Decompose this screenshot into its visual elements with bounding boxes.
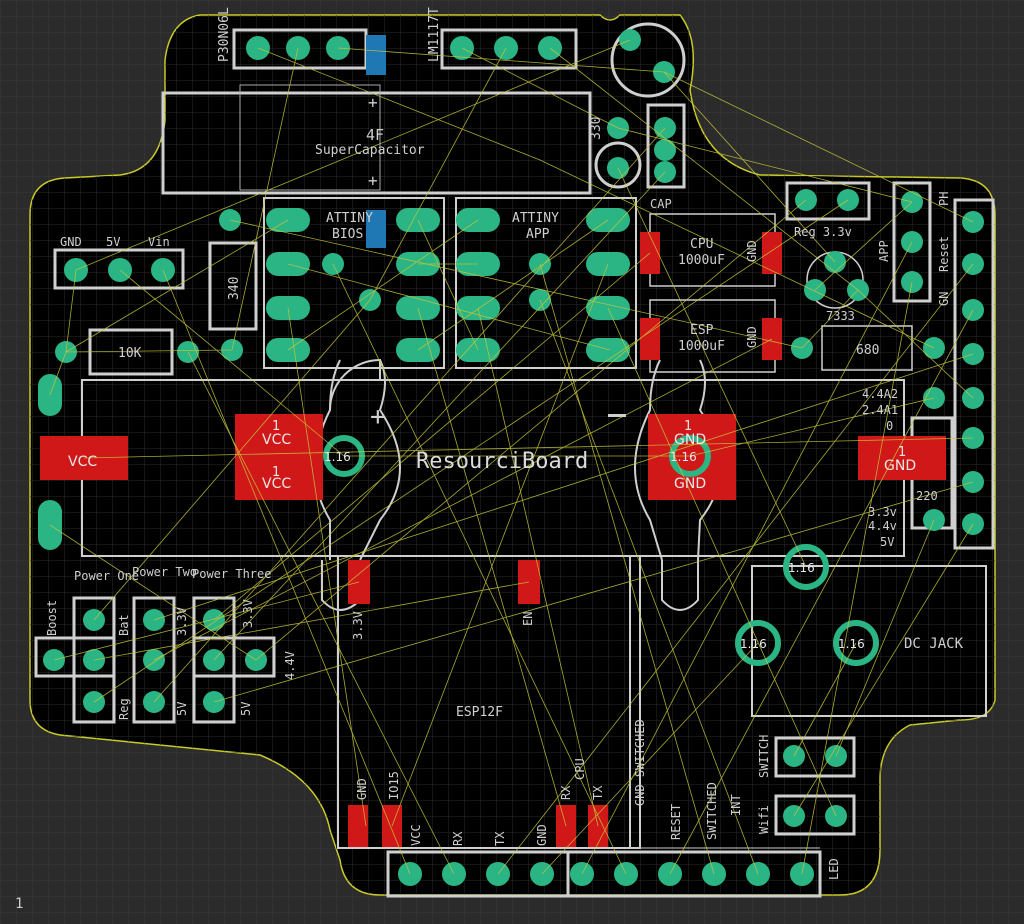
- supercap-plus-bottom: +: [368, 171, 378, 190]
- label-power-one: Power One: [74, 569, 139, 583]
- label-bios: BIOS: [332, 227, 363, 242]
- airwires: [49, 39, 974, 875]
- label-attiny-bios: ATTINY: [326, 211, 373, 226]
- label-gn: GN: [937, 292, 951, 306]
- label-r330: 330: [589, 117, 604, 140]
- label-header-vin: Vin: [148, 235, 170, 249]
- pad-1d: 1: [898, 445, 906, 460]
- hole-dcjack-left: 1.16: [740, 637, 767, 651]
- label-r44: 4.4A2: [862, 387, 898, 401]
- label-int: INT: [729, 794, 743, 816]
- label-lm1117: LM1117T: [427, 7, 442, 62]
- silk-text: P30N06L LM1117T 4F SuperCapacitor + + AT…: [15, 7, 964, 912]
- label-bat: Bat: [117, 614, 131, 636]
- label-gnd-esp: GND: [745, 326, 759, 348]
- label-gnd-switched: GND SWITCHED: [633, 719, 647, 806]
- label-esp-gnd2: GND: [535, 824, 549, 846]
- pad-gnd-right: GND: [884, 458, 916, 474]
- pad-vcc-2: VCC: [262, 476, 291, 492]
- label-attiny-app: ATTINY: [512, 211, 559, 226]
- label-esp-cap: ESP: [690, 323, 714, 338]
- blue-markers: [366, 35, 386, 248]
- label-app-v: APP: [877, 240, 891, 262]
- label-esp-io15: IO15: [387, 771, 401, 800]
- pad-1a: 1: [272, 419, 280, 434]
- label-power-two: Power Two: [132, 565, 197, 579]
- label-r10k: 10K: [118, 346, 142, 361]
- label-dc-jack: DC JACK: [904, 636, 964, 652]
- label-cpu: CPU: [690, 237, 713, 252]
- label-esp-gnd: GND: [355, 778, 369, 800]
- label-cpu-tx: TX: [591, 785, 605, 800]
- label-esp12f: ESP12F: [456, 705, 503, 720]
- label-switch: SWITCH: [757, 735, 771, 778]
- label-5v-c: 5V: [239, 702, 253, 716]
- label-33v-c: 3.3V: [241, 599, 255, 628]
- label-gnd-cpu: GND: [745, 240, 759, 262]
- hole-right: 1.16: [670, 450, 697, 464]
- label-reg: Reg: [117, 698, 131, 720]
- label-r340: 340: [227, 277, 242, 300]
- label-esp-en: EN: [521, 612, 535, 626]
- supercap-plus-top: +: [368, 93, 378, 112]
- label-wifi: Wifi: [757, 805, 771, 834]
- th-pads: [43, 29, 984, 886]
- label-r220: 220: [916, 489, 938, 503]
- pad-vcc-left: VCC: [68, 454, 97, 470]
- label-v44: 4.4v: [868, 519, 897, 533]
- hole-dcjack-top: 1.16: [788, 561, 815, 575]
- board-title: ResourciBoard: [416, 449, 588, 474]
- label-cap: CAP: [650, 197, 672, 211]
- label-header-5v: 5V: [106, 235, 120, 249]
- label-reset-b: RESET: [669, 804, 683, 840]
- label-r7333: 7333: [826, 309, 855, 323]
- label-cpu-rx: RX: [559, 785, 573, 800]
- hole-dcjack-right: 1.16: [838, 637, 865, 651]
- label-esp-33v: 3.3V: [351, 611, 365, 640]
- label-esp-tx: TX: [493, 831, 507, 846]
- label-switched: SWITCHED: [705, 782, 719, 840]
- plus-sign: +: [370, 402, 386, 432]
- smd-pads: [40, 232, 946, 847]
- label-app: APP: [526, 227, 550, 242]
- label-ph: PH: [937, 192, 951, 206]
- minus-sign: [608, 414, 626, 417]
- label-p30n06l: P30N06L: [217, 7, 232, 62]
- label-cpu-v: CPU: [573, 758, 587, 780]
- label-r680: 680: [856, 343, 879, 358]
- label-header-gnd: GND: [60, 235, 82, 249]
- label-r24: 2.4A1: [862, 403, 898, 417]
- label-esp-rx: RX: [451, 831, 465, 846]
- label-led: LED: [827, 858, 841, 880]
- cursor-mark: 1: [15, 896, 23, 912]
- pad-1b: 1: [272, 465, 280, 480]
- label-power-three: Power Three: [192, 567, 271, 581]
- label-supercap: SuperCapacitor: [315, 143, 425, 158]
- label-5v-b: 5V: [175, 702, 189, 716]
- label-boost: Boost: [45, 600, 59, 636]
- label-reg33: Reg 3.3v: [794, 225, 852, 239]
- label-v5: 5V: [880, 535, 894, 549]
- pad-1c: 1: [684, 419, 692, 434]
- label-r0: 0: [886, 419, 893, 433]
- label-esp-vcc: VCC: [409, 824, 423, 846]
- pad-gnd-2: GND: [674, 476, 706, 492]
- label-reset-v: Reset: [937, 236, 951, 272]
- label-supercap-val: 4F: [366, 126, 384, 144]
- label-44v: 4.4V: [283, 651, 297, 680]
- hole-left: 1.16: [324, 450, 351, 464]
- pad-vcc-1: VCC: [262, 432, 291, 448]
- pad-gnd-1: GND: [674, 432, 706, 448]
- label-v33: 3.3v: [868, 505, 897, 519]
- label-cpu-val: 1000uF: [678, 253, 725, 268]
- label-33v-b: 3.3V: [175, 607, 189, 636]
- label-esp-val: 1000uF: [678, 339, 725, 354]
